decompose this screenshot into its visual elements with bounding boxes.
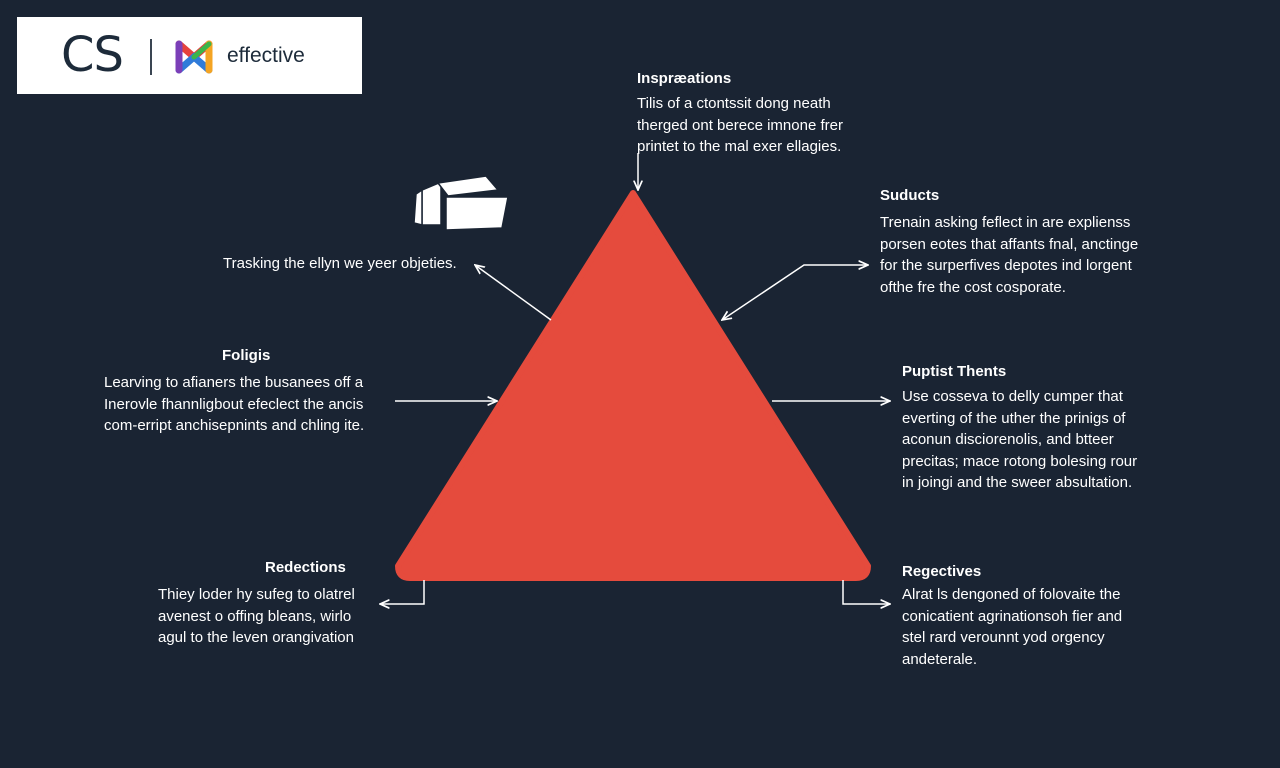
puptist-line: everting of the uther the prinigs of [902,409,1126,427]
suducts-line: Trenain asking feflect in are explienss [880,214,1131,231]
logo-divider [150,39,152,75]
foligis-title: Foligis [222,347,271,364]
puptist-line: aconun disciorenolis, and btteer [902,431,1114,448]
puptist-line: precitas; mace rotong bolesing rour [902,452,1138,470]
puptist-text: Use cosseva to delly cumper that evertin… [902,386,1137,494]
regectives-line: andeterale. [902,650,978,668]
regectives-text: Alrat ls dengoned of folovaite the conic… [902,584,1122,670]
open-box-icon [413,175,509,231]
regectives-line: stel rard verounnt yod orgency [902,629,1105,646]
connector-suducts [722,265,868,320]
inspirations-title: Inspræations [637,70,732,87]
suducts-title: Suducts [880,187,940,204]
foligis-line: com-erript anchisepnints and chling ite. [104,417,365,434]
logo-wordmark: effective [227,44,305,67]
redections-line: agul to the leven orangivation [158,629,354,646]
tracking-text: Trasking the ellyn we yeer objeties. [223,253,457,275]
inspirations-text: Tilis of a ctontssit dong neath therged … [637,93,843,158]
regectives-line: Alrat ls dengoned of folovaite the [902,586,1121,603]
inspirations-line: Tilis of a ctontssit dong neath [637,95,831,112]
puptist-title: Puptist Thents [902,363,1007,380]
regectives-line: conicatient agrinationsoh fier and [902,607,1123,625]
pyramid-triangle [395,190,871,581]
inspirations-line: therged ont berece imnone frer [637,116,843,134]
redections-line: Thiey loder hy sufeg to olatrel [158,586,355,603]
connector-regectives [842,580,890,604]
redections-line: avenest o offing bleans, wirlo [158,607,352,625]
foligis-text: Learving to afianers the busanees off a … [104,372,364,437]
suducts-text: Trenain asking feflect in are explienss … [880,212,1138,298]
puptist-line: in joingi and the sweer absultation. [902,474,1133,491]
regectives-title: Regectives [902,563,982,580]
foligis-line: Inerovle fhannligbout efeclect the ancis [104,395,364,413]
redections-title: Redections [265,559,346,576]
logo-knot-icon [175,40,213,74]
suducts-line: ofthe fre the cost cosporate. [880,278,1066,296]
logo-monogram: CS [61,27,124,83]
inspirations-line: printet to the mal exer ellagies. [637,138,842,155]
suducts-line: for the surperfives depotes ind lorgent [880,257,1132,274]
suducts-line: porsen eotes that affants fnal, anctinge [880,235,1139,253]
connector-redections [380,580,425,604]
logo-box: CS effective [17,17,362,94]
foligis-line: Learving to afianers the busanees off a [104,374,364,391]
redections-text: Thiey loder hy sufeg to olatrel avenest … [158,584,355,649]
connector-tracking [475,265,552,321]
puptist-line: Use cosseva to delly cumper that [902,388,1123,405]
tracking-line: Trasking the ellyn we yeer objeties. [223,255,457,272]
